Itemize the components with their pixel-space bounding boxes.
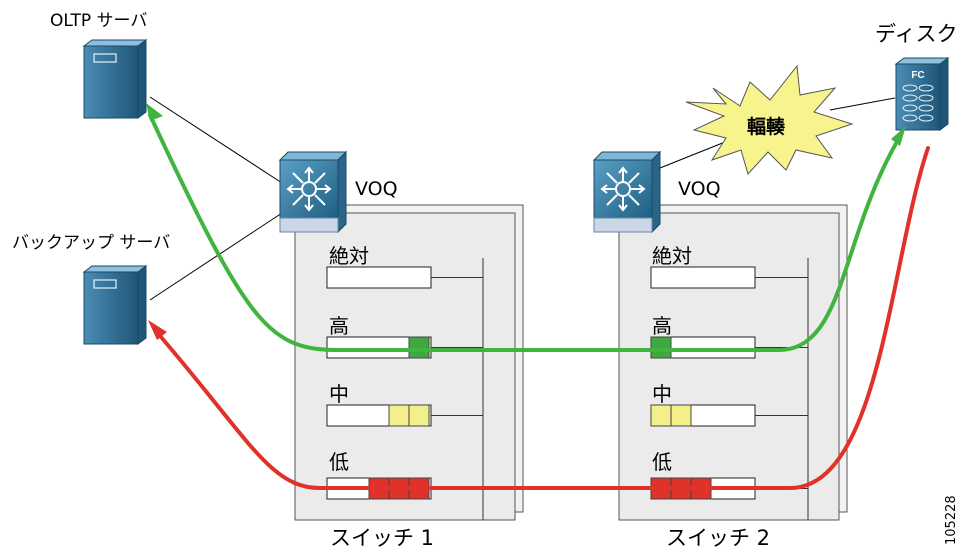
switch-2-name: スイッチ 2 [666,526,771,550]
switch-2-queue-cell-medium-2 [670,404,692,427]
red-path [153,146,930,490]
red-arrowhead-left [148,320,167,340]
switch-1-voq-label: VOQ [355,178,398,200]
switch-1-front-panel [294,212,516,521]
switch-1-name: スイッチ 1 [330,526,435,550]
switch-2-voq-label: VOQ [678,178,721,200]
green-path [148,113,900,352]
figure-id: 105228 [944,495,959,545]
disk-array-icon: FC [894,57,950,131]
backup-server-icon [82,265,148,345]
link-switch2-congestion [654,139,731,171]
switch-2-icon [592,150,662,234]
link-oltp-switch1 [149,96,283,184]
green-arrowhead-left [146,103,163,121]
congestion-label: 輻輳 [747,115,786,138]
traffic-paths [146,103,930,490]
queue-bars [326,266,808,500]
disk-fc-badge: FC [911,70,924,81]
green-arrowhead-right [891,126,906,146]
switch-2-queue-bar-absolute [650,266,756,289]
switch-2-queue-label-high: 高 [652,314,672,338]
switch-1-queue-cell-medium-2 [408,404,430,427]
switch-2-queue-label-absolute: 絶対 [652,244,692,268]
oltp-server-label: OLTP サーバ [50,11,148,31]
switch-2-queue-label-medium: 中 [652,382,672,406]
switch-1-queue-label-low: 低 [329,450,349,474]
link-backup-switch1 [149,212,283,301]
switch-2-queue-cell-medium-1 [650,404,672,427]
switch-2-queue-cell-high-1 [650,336,672,359]
oltp-server-icon [82,39,148,119]
link-congestion-disk [829,97,896,111]
switch-1-queue-cell-high-1 [408,336,430,359]
switch-1-queue-label-absolute: 絶対 [329,244,369,268]
switch-1-queue-label-medium: 中 [329,382,349,406]
congestion-burst: 輻輳 [685,64,854,175]
switch-1-queue-label-high: 高 [329,314,349,338]
switch-1-icon [278,150,348,234]
switch-2 [618,204,848,521]
backup-server-label: バックアップ サーバ [12,233,171,253]
switch-2-queue-label-low: 低 [652,450,672,474]
switch-1-queue-cell-medium-1 [388,404,410,427]
disk-label: ディスク [875,22,958,46]
switch-1-queue-bar-absolute [326,266,432,289]
switch-2-front-panel [618,212,840,521]
links [149,96,896,301]
